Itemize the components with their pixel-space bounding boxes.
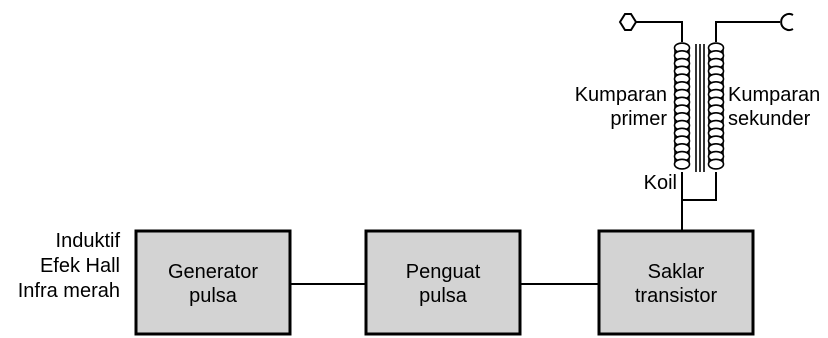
block-switch-line1: Saklar (648, 261, 705, 283)
secondary-terminal-icon (780, 13, 794, 31)
primary-terminal-icon (618, 13, 638, 31)
primary-winding-turn (673, 158, 691, 170)
secondary-bottom-wire (682, 172, 717, 201)
secondary-label-line2: sekunder (728, 108, 811, 130)
block-amplifier-line1: Penguat (406, 261, 481, 283)
block-generator-box (134, 229, 292, 336)
secondary-label-line1: Kumparan (728, 84, 820, 106)
sensor-labels: Induktif Efek Hall Infra merah (18, 230, 121, 302)
block-amplifier-line2: pulsa (419, 285, 468, 307)
primary-top-wire (636, 21, 683, 42)
primary-label-line1: Kumparan (575, 84, 667, 106)
ignition-coil: Kumparan primer Kumparan sekunder Koil (575, 13, 820, 231)
secondary-winding (707, 42, 725, 170)
sensor-label-infrared: Infra merah (18, 280, 120, 302)
sensor-label-inductive: Induktif (56, 230, 121, 252)
secondary-winding-turn (707, 158, 725, 170)
block-switch: Saklar transistor (597, 229, 755, 336)
primary-winding (673, 42, 691, 170)
block-generator-line2: pulsa (189, 285, 238, 307)
sensor-label-hall: Efek Hall (40, 255, 120, 277)
block-generator-line1: Generator (168, 261, 258, 283)
secondary-top-wire (715, 21, 780, 42)
block-generator: Generator pulsa (134, 229, 292, 336)
block-amplifier: Penguat pulsa (364, 229, 522, 336)
block-amplifier-box (364, 229, 522, 336)
block-switch-line2: transistor (635, 285, 718, 307)
block-switch-box (597, 229, 755, 336)
primary-label-line2: primer (610, 108, 667, 130)
coil-label: Koil (644, 172, 677, 194)
